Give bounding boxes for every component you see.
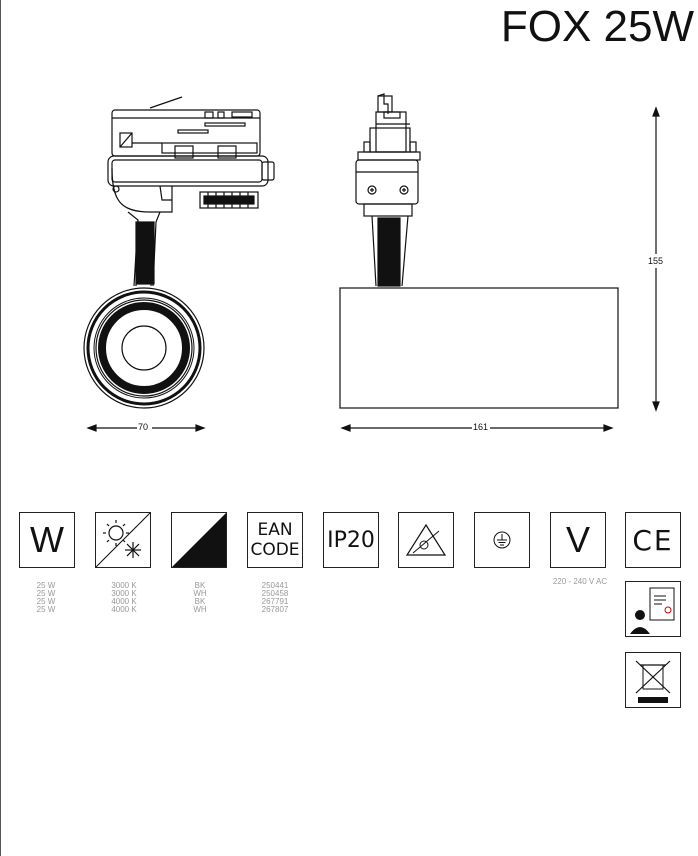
ean-code-icon: EAN CODE (247, 512, 303, 568)
ip-rating-label: IP20 (327, 527, 375, 553)
weee-disposal-icon (625, 652, 681, 708)
earth-ground-icon (474, 512, 530, 568)
technician-certificate-icon (630, 587, 675, 634)
finish-color-icon (171, 512, 227, 568)
spec-ean-2: 250458 (261, 589, 289, 598)
spec-finish-1: BK (194, 581, 206, 590)
spec-temp-1: 3000 K (111, 581, 137, 590)
spec-voltage-value: 220 - 240 V AC (552, 577, 608, 586)
spec-temp-4: 4000 K (111, 605, 137, 614)
dimension-length-label: 161 (473, 422, 489, 432)
spec-watt-2: 25 W (36, 589, 56, 598)
spec-watt-1: 25 W (36, 581, 56, 590)
spec-watt-3: 25 W (36, 597, 56, 606)
spec-watt-4: 25 W (36, 605, 56, 614)
spec-ean-4: 267807 (261, 605, 289, 614)
spec-ean-1: 250441 (261, 581, 289, 590)
code-label: CODE (250, 540, 300, 560)
insulation-warning-icon (398, 512, 454, 568)
dimension-lines (86, 106, 660, 432)
spec-finish-3: BK (194, 597, 206, 606)
spec-ean-3: 267791 (261, 597, 289, 606)
page-border-left (0, 0, 1, 856)
dimension-height-label: 155 (648, 256, 664, 266)
voltage-label: V (565, 519, 590, 560)
ce-mark-icon: CE (625, 512, 681, 568)
watt-label: W (30, 519, 64, 560)
spec-temp-2: 3000 K (111, 589, 137, 598)
sun-snowflake-icon (96, 513, 150, 567)
ground-symbol-icon (493, 531, 511, 549)
black-white-finish-icon (172, 513, 226, 567)
voltage-icon: V (550, 512, 606, 568)
ean-label: EAN (257, 520, 293, 540)
product-title: FOX 25W (500, 2, 694, 51)
side-view (339, 93, 619, 409)
color-temperature-icon (95, 512, 151, 568)
ce-label: CE (632, 523, 674, 557)
spec-ean-column: 250441 250458 267791 267807 (253, 582, 297, 614)
installer-certificate-icon (625, 581, 681, 637)
spec-temp-3: 4000 K (111, 597, 137, 606)
dimension-width-label: 70 (138, 422, 149, 432)
front-view (83, 96, 275, 409)
technical-drawing (83, 93, 660, 432)
spec-finish-2: WH (193, 589, 207, 598)
spec-voltage: 220 - 240 V AC (540, 578, 620, 586)
ip-rating-icon: IP20 (323, 512, 379, 568)
spec-finish-4: WH (193, 605, 207, 614)
watt-icon: W (19, 512, 75, 568)
triangle-warning-icon (405, 523, 447, 556)
spec-watts-column: 25 W 25 W 25 W 25 W (26, 582, 66, 614)
spec-finish-column: BK WH BK WH (185, 582, 215, 614)
crossed-bin-icon (635, 660, 671, 703)
spec-color-temp-column: 3000 K 3000 K 4000 K 4000 K (99, 582, 149, 614)
